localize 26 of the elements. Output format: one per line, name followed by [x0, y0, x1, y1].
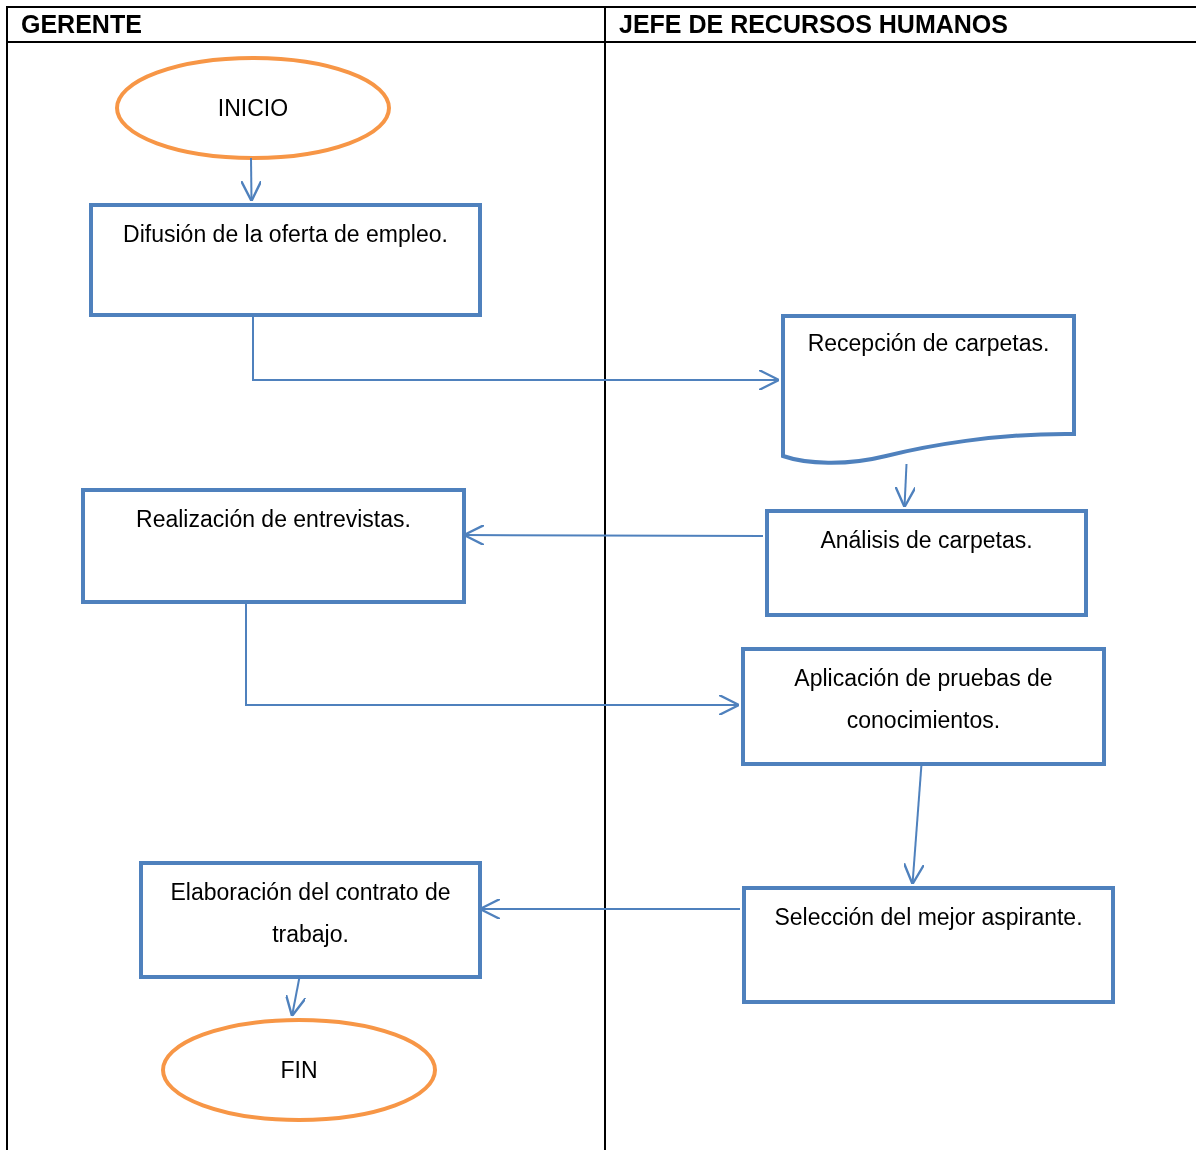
step-text: Realización de entrevistas.: [136, 506, 411, 532]
terminal-ellipse: [161, 1018, 437, 1122]
arrow: [284, 976, 307, 1018]
step-text: Recepción de carpetas.: [806, 329, 1051, 358]
step-text: Difusión de la oferta de empleo.: [123, 221, 448, 247]
terminal-ellipse: [115, 56, 391, 160]
arrow: [240, 157, 263, 203]
document-shape: [781, 314, 1076, 466]
lane-header: JEFE DE RECURSOS HUMANOS: [606, 8, 1196, 43]
terminal-label: FIN: [280, 1056, 318, 1084]
arrow: [902, 763, 926, 886]
arrow: [252, 314, 781, 392]
step-text: Selección del mejor aspirante.: [774, 904, 1083, 930]
process-box: [89, 203, 482, 317]
process-box: [742, 886, 1115, 1004]
arrow: [245, 601, 741, 717]
step-text: Aplicación de pruebas de conocimientos.: [794, 665, 1053, 733]
process-box: [81, 488, 466, 604]
lane-header: GERENTE: [8, 8, 604, 43]
terminal-label: INICIO: [217, 94, 289, 122]
process-box: [741, 647, 1106, 766]
step-text: Elaboración del contrato de trabajo.: [170, 879, 451, 947]
process-box: [765, 509, 1088, 617]
step-text: Análisis de carpetas.: [820, 527, 1033, 553]
arrow: [894, 463, 917, 509]
process-box: [139, 861, 482, 979]
